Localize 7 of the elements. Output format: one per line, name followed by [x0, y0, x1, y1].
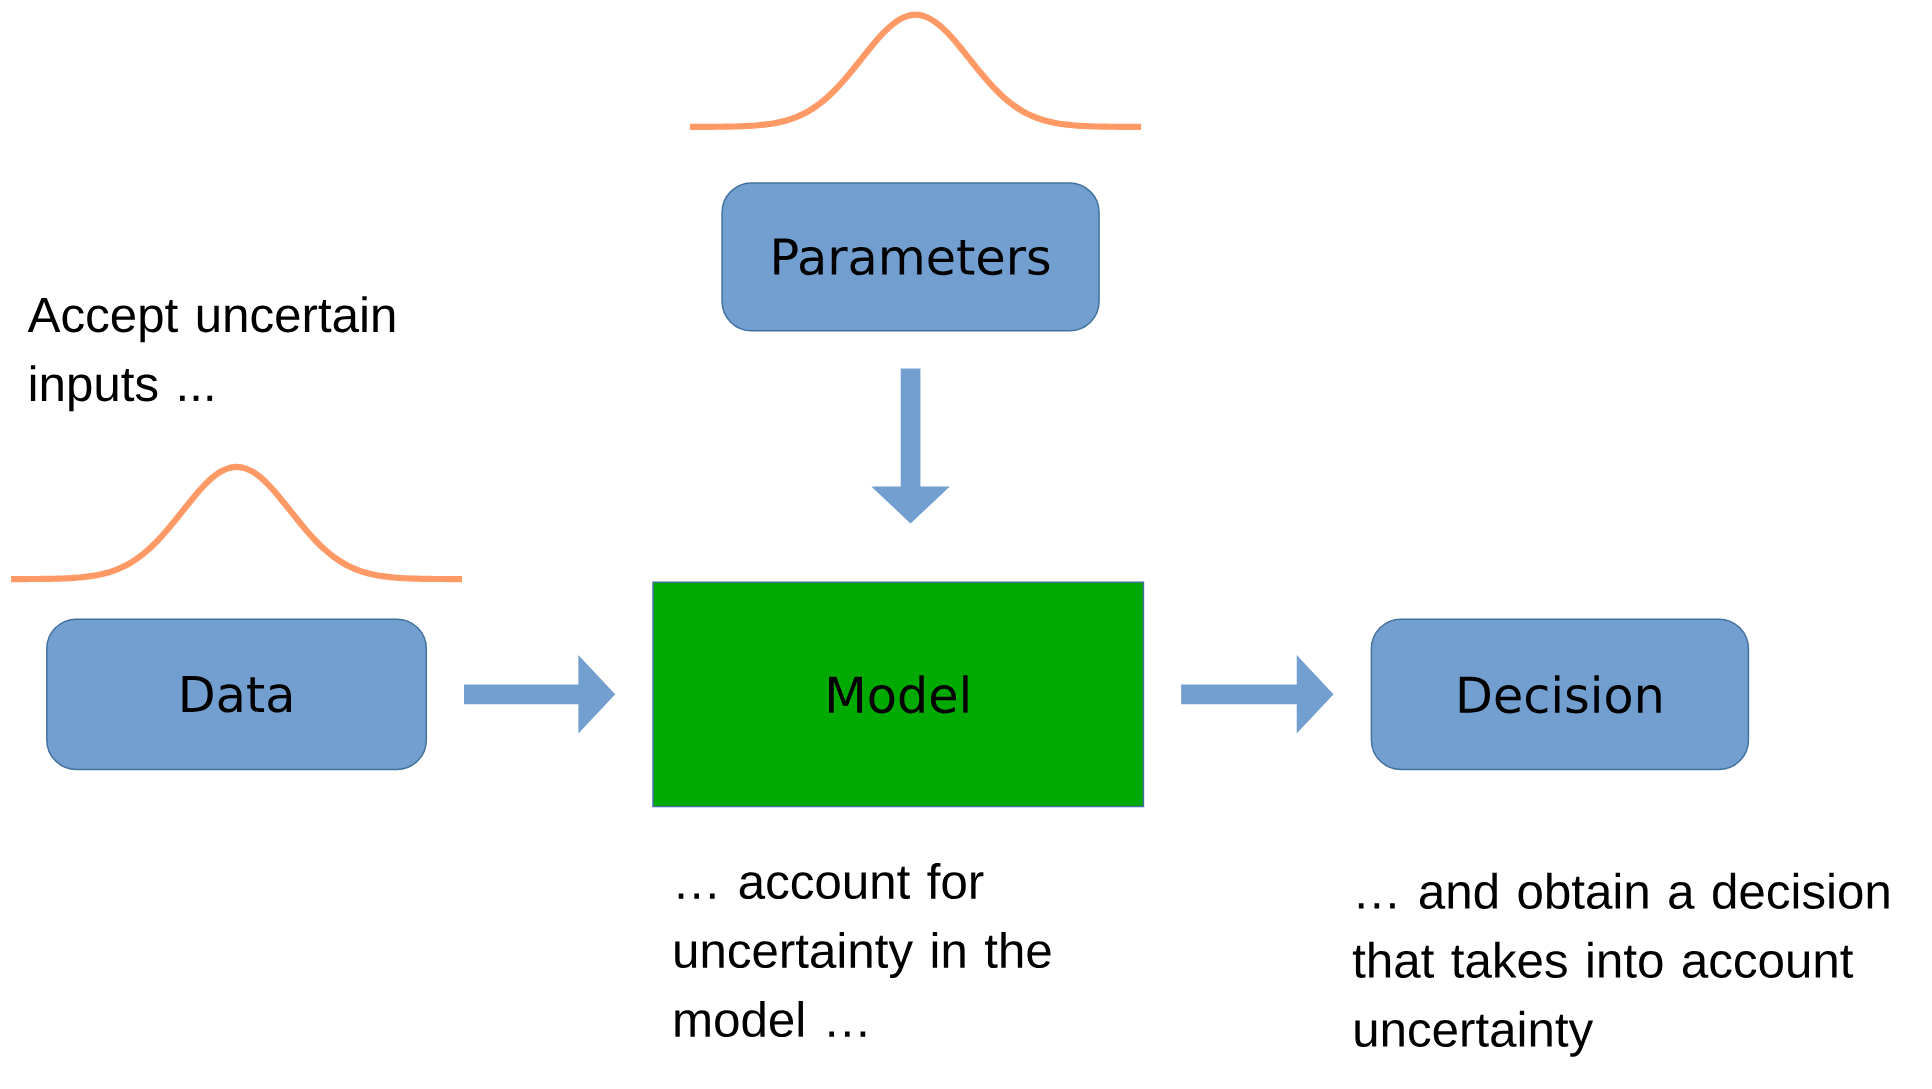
- process-box: Parameters: [721, 182, 1100, 332]
- caption-text: … account for uncertainty in the model …: [675, 862, 1051, 1037]
- process-box: Data: [46, 618, 428, 771]
- caption-text: … and obtain a decision that takes into account uncertainty: [1352, 872, 1889, 1057]
- model-box: Model: [652, 581, 1145, 808]
- caption-text: Accept uncertain inputs ...: [27, 296, 395, 412]
- process-box: Decision: [1370, 618, 1750, 771]
